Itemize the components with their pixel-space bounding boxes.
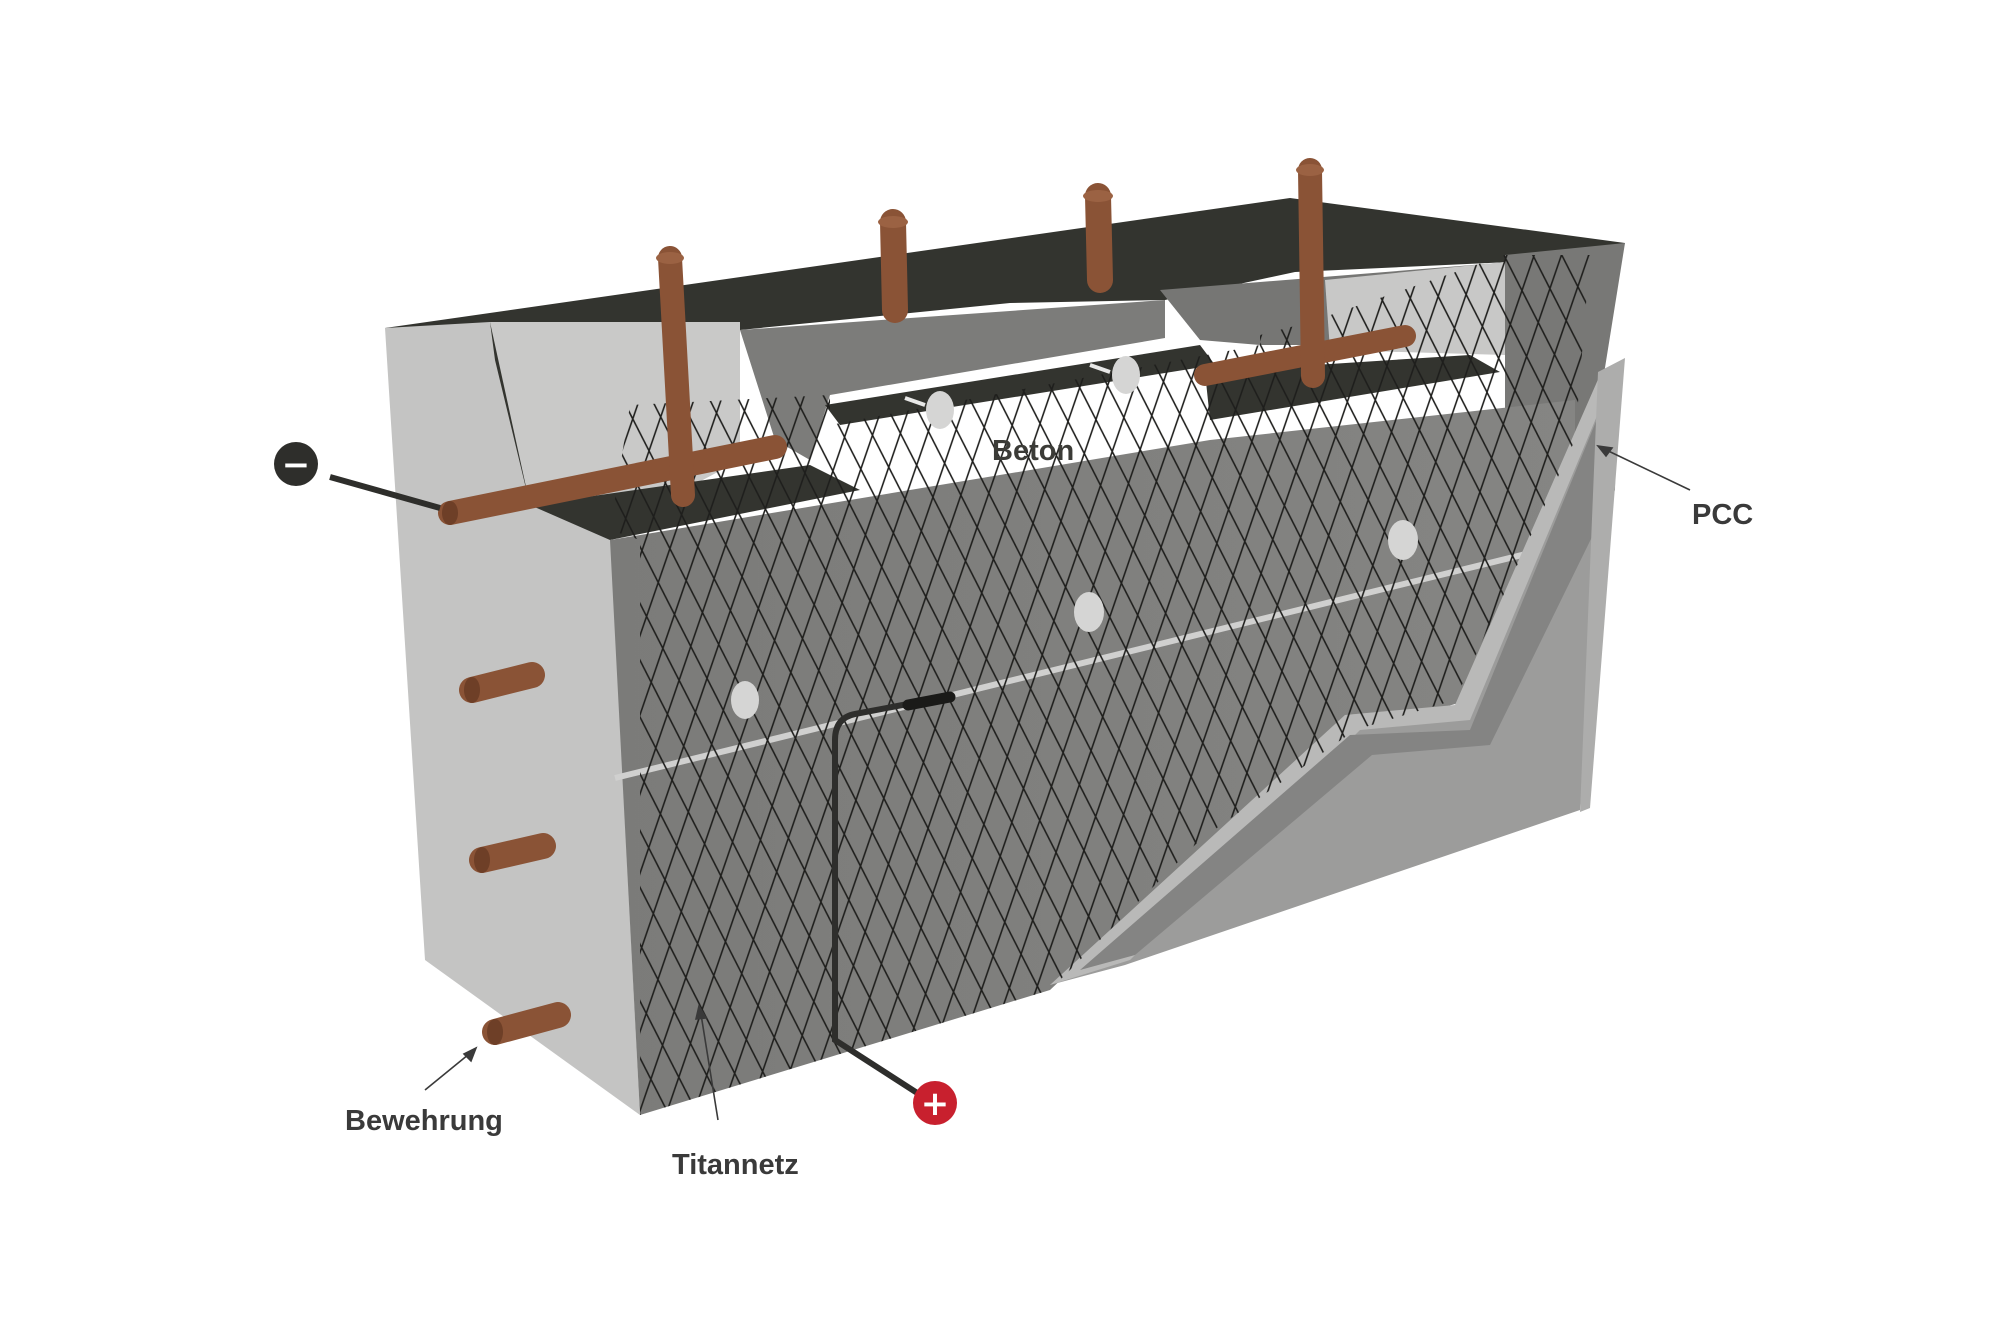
concrete-label: Beton [992,435,1074,467]
spacer-disc [926,391,954,429]
reinforcement-bars [438,158,1416,1045]
rebar-vertical [1298,158,1325,388]
leader-lines [424,444,1691,1121]
rebar-stub [469,833,556,873]
rebar-stub [482,1002,571,1045]
negative-terminal: − [274,442,441,511]
spacer-disc [731,681,759,719]
negative-terminal-symbol: − [282,445,311,485]
rebar-vertical [658,246,695,507]
positive-terminal-icon [913,1081,957,1125]
pcc-label: PCC [1692,499,1753,531]
reinforcement-label: Bewehrung [345,1105,503,1137]
titanium-mesh-label: Titannetz [672,1149,799,1181]
spacer-disc [1112,356,1140,394]
pcc-inner-band [1080,370,1617,970]
negative-terminal-icon [274,442,318,486]
rebar-vertical [880,209,908,323]
positive-terminal-symbol: + [921,1084,950,1124]
anode-connection-cable [832,691,956,1101]
spacer-disc [1074,592,1104,632]
rebar-vertical [1085,183,1113,293]
mesh-spacers [731,356,1418,719]
rebar-horizontal-left [438,435,787,525]
pcc-layer-face [1050,365,1615,985]
rebar-stub [459,662,545,703]
spacer-disc [1388,520,1418,560]
pcc-outer-rim [1580,358,1625,812]
positive-terminal: + [913,1081,957,1125]
concrete-pocket-wall-mid [740,300,1165,460]
pcc-repair-layer [1050,358,1625,985]
